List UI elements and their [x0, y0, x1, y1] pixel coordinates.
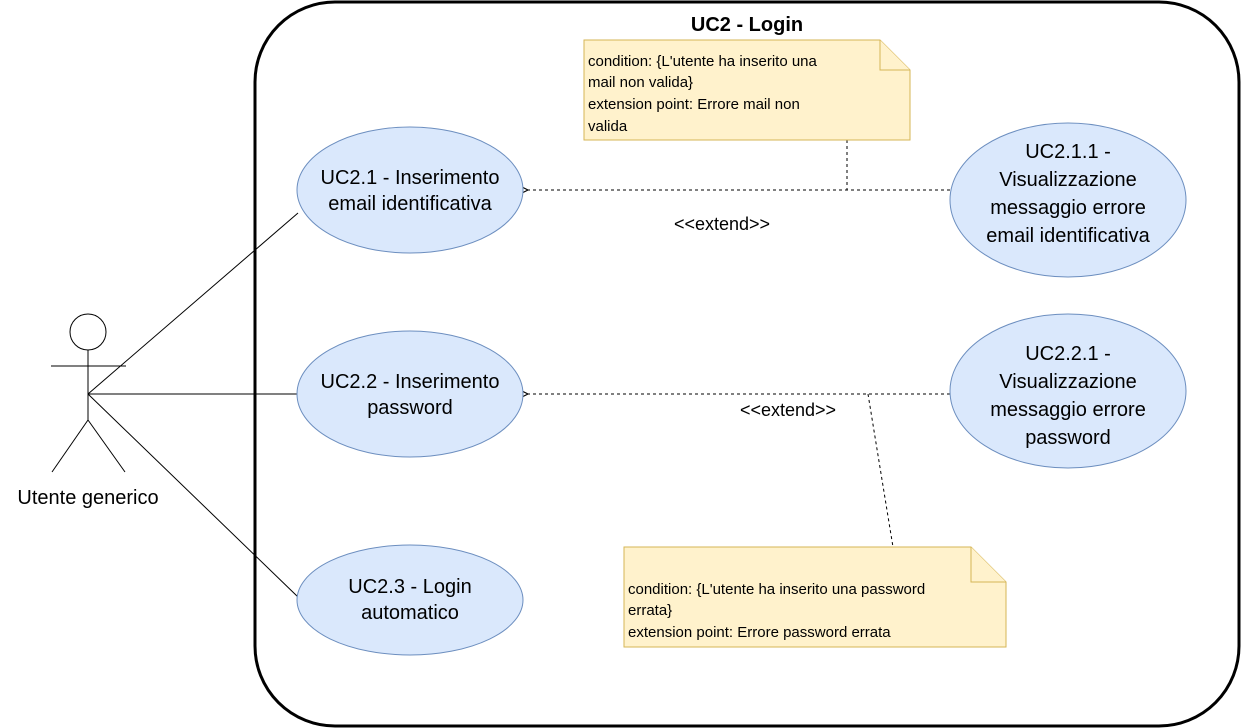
actor-utente-generico[interactable]: Utente generico — [17, 313, 159, 509]
note-line: condition: {L'utente ha inserito una — [588, 53, 818, 70]
note-line: mail non valida} — [588, 74, 693, 91]
uc-label-line: Visualizzazione — [999, 169, 1137, 191]
actor-left-leg — [51, 419, 89, 473]
note-line: condition: {L'utente ha inserito una pas… — [628, 581, 925, 598]
uc-label-line: email identificativa — [986, 225, 1150, 247]
association-uc2-1 — [87, 212, 299, 395]
uc-label-line: UC2.2.1 - — [1025, 343, 1111, 365]
uc-label-line: UC2.1 - Inserimento — [321, 167, 500, 189]
extend-label-2: <<extend>> — [740, 400, 836, 420]
actor-right-leg — [87, 419, 126, 473]
diagram-title: UC2 - Login — [691, 14, 803, 36]
note-1[interactable]: condition: {L'utente ha inserito una mai… — [583, 39, 911, 141]
use-case-uc2-1-1[interactable]: UC2.1.1 - Visualizzazione messaggio erro… — [949, 122, 1187, 278]
use-case-uc2-2-1[interactable]: UC2.2.1 - Visualizzazione messaggio erro… — [949, 313, 1187, 469]
association-uc2-3 — [87, 393, 299, 598]
uc-label-line: email identificativa — [328, 193, 492, 215]
actor-label: Utente generico — [17, 487, 158, 509]
uc-label-line: Visualizzazione — [999, 371, 1137, 393]
uc-label-line: UC2.3 - Login — [348, 576, 471, 598]
note-line: errata} — [628, 602, 672, 619]
uc-label-line: automatico — [361, 602, 459, 624]
use-case-uc2-3[interactable]: UC2.3 - Login automatico — [296, 544, 524, 656]
extend-label-1: <<extend>> — [674, 214, 770, 234]
uc-label-line: password — [1025, 427, 1111, 449]
uc-label-line: password — [367, 397, 453, 419]
use-case-uc2-2[interactable]: UC2.2 - Inserimento password — [296, 330, 524, 458]
note-line: extension point: Errore password errata — [628, 624, 891, 641]
actor-head — [69, 313, 107, 351]
uc-label-line: UC2.2 - Inserimento — [321, 371, 500, 393]
use-case-uc2-1[interactable]: UC2.1 - Inserimento email identificativa — [296, 126, 524, 254]
note-2[interactable]: condition: {L'utente ha inserito una pas… — [623, 546, 1007, 648]
uc-label-line: messaggio errore — [990, 399, 1146, 421]
note-2-connector — [867, 393, 894, 548]
uc-label-line: UC2.1.1 - — [1025, 141, 1111, 163]
note-line: valida — [588, 118, 628, 135]
note-line: extension point: Errore mail non — [588, 96, 800, 113]
uc-label-line: messaggio errore — [990, 197, 1146, 219]
